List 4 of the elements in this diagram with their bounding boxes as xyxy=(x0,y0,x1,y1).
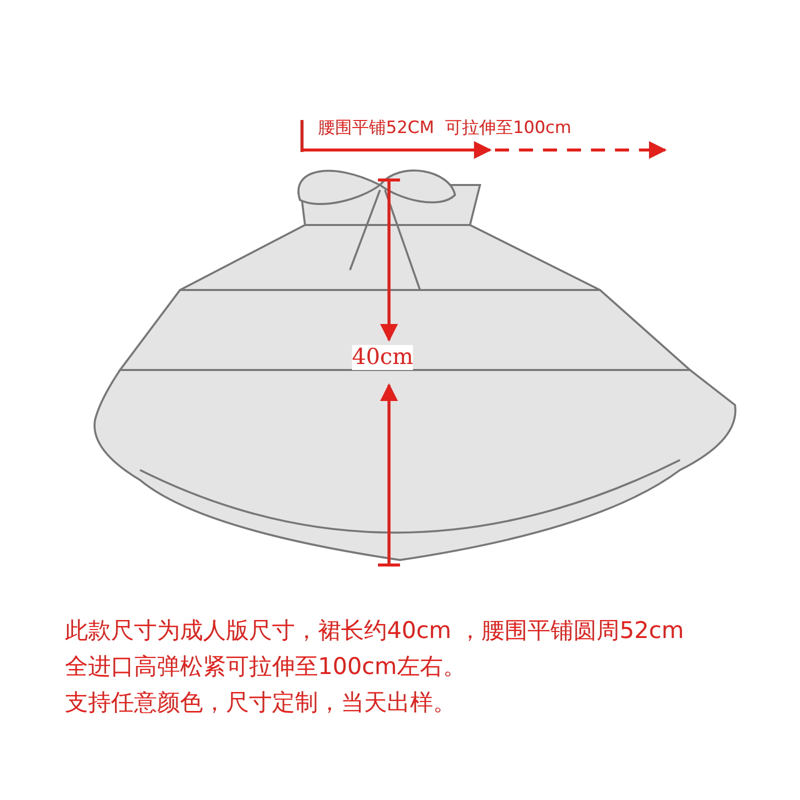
description-text: 此款尺寸为成人版尺寸，裙长约40cm ，腰围平铺圆周52cm xyxy=(65,617,684,646)
description-text: 支持任意颜色，尺寸定制，当天出样。 xyxy=(65,689,456,718)
dimension-label: 40cm xyxy=(352,345,414,370)
description-text: 全进口高弹松紧可拉伸至100cm左右。 xyxy=(65,653,466,682)
